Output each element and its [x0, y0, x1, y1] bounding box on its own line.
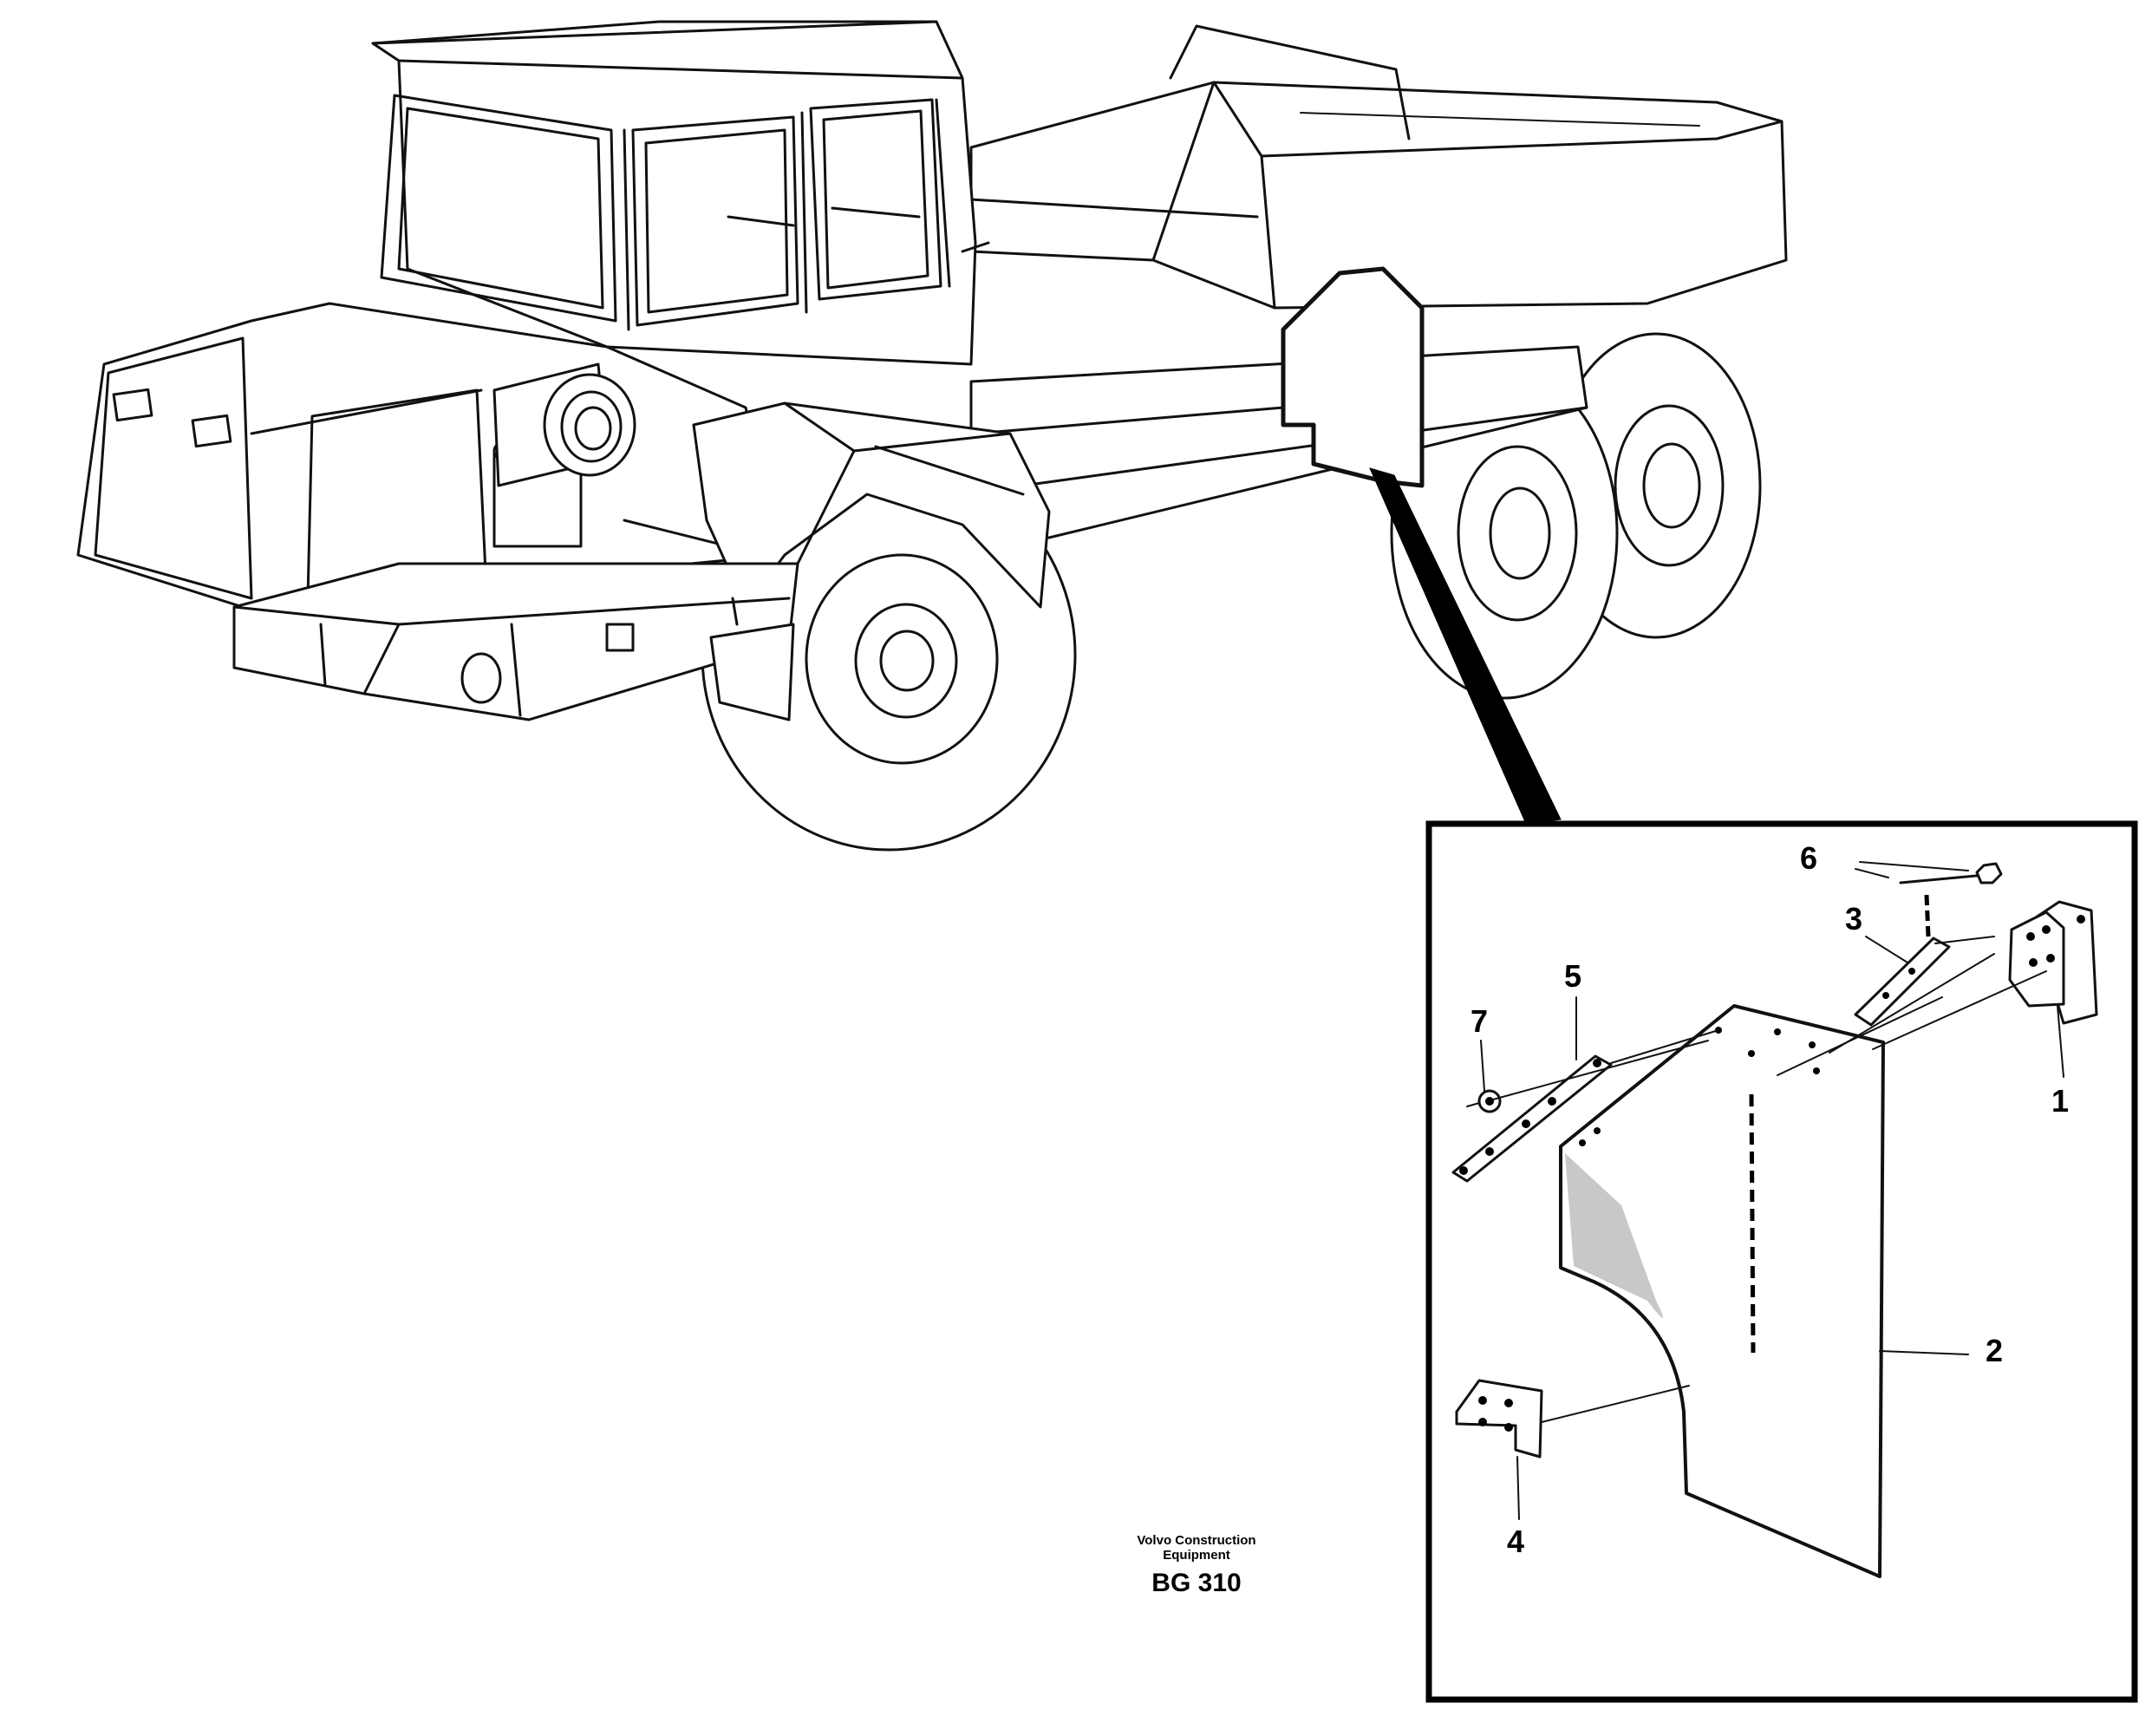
callout-4: 4 [1507, 1524, 1524, 1559]
callout-7: 7 [1471, 1003, 1488, 1039]
chassis-frame [969, 345, 1588, 548]
callout-leaders [1480, 861, 2064, 1520]
dump-truck-illustration [76, 20, 1788, 852]
front-wheel [701, 458, 1077, 852]
strip-part-3 [1854, 894, 1951, 1027]
bracket-part-1 [2008, 900, 2098, 1025]
publisher-name: Volvo Construction Equipment [1137, 1533, 1256, 1563]
callout-2: 2 [1986, 1333, 2003, 1368]
mud-flap-part [1559, 1004, 1885, 1578]
callout-6: 6 [1800, 840, 1817, 876]
callout-3: 3 [1845, 901, 1862, 937]
cab [371, 20, 990, 366]
detail-view: 1 2 3 4 5 6 7 [1425, 820, 2138, 1703]
callout-1: 1 [2051, 1083, 2069, 1119]
strip-part-5 [1451, 1054, 1613, 1183]
callout-5: 5 [1564, 958, 1581, 994]
dump-body [969, 24, 1788, 310]
assembly-lines [1492, 953, 2047, 1423]
detail-pointer [1369, 467, 1562, 825]
nut-part-7 [1466, 1089, 1502, 1113]
footer-credit: Volvo Construction Equipment BG 310 [1079, 1533, 1314, 1599]
air-cleaner [492, 362, 636, 548]
bolt-part-6 [1855, 862, 2003, 944]
mudflap-location-highlight [1281, 266, 1425, 488]
front-bumper [232, 562, 799, 721]
bracket-part-4 [1455, 1379, 1543, 1459]
drawing-code: BG 310 [1151, 1569, 1242, 1597]
